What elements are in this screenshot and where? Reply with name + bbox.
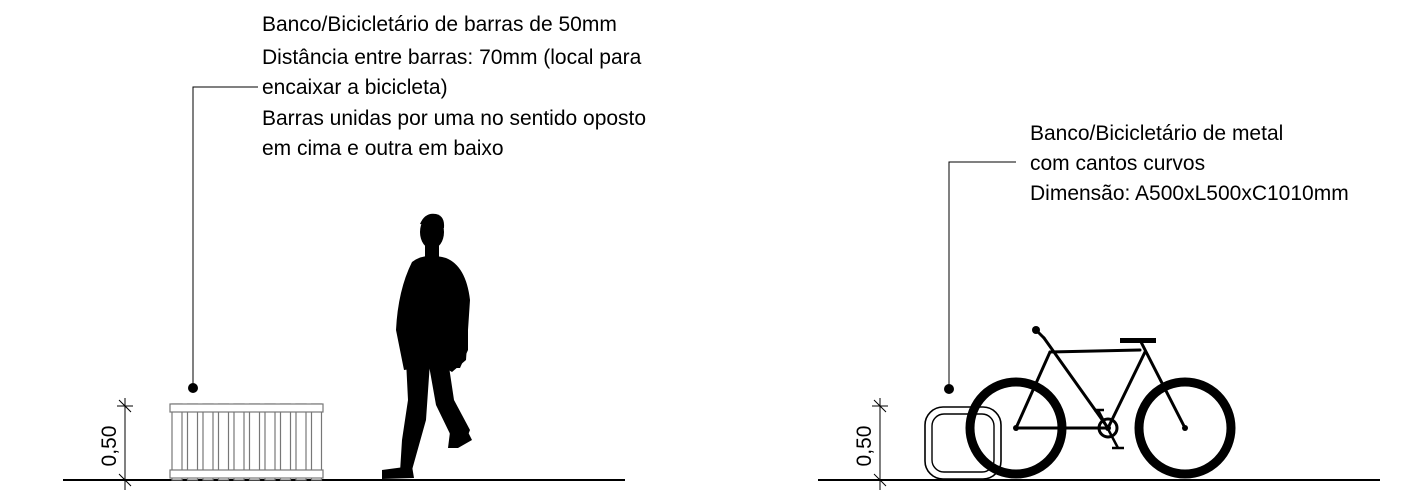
bench-slat xyxy=(186,403,199,481)
height-dimension-label-left: 0,50 xyxy=(98,426,121,467)
height-dimension-right: 0,50 xyxy=(853,398,888,490)
bench-slat xyxy=(264,403,276,481)
left-elevation: 0,50 Banco/Bicicletário de barras de 50m… xyxy=(63,13,651,490)
bicycle xyxy=(965,326,1236,479)
leader-line-left xyxy=(188,86,258,393)
bench-slat xyxy=(202,403,214,481)
bench-slat xyxy=(171,403,183,481)
right-elevation: 0,50 xyxy=(818,122,1380,490)
bench-slat xyxy=(248,403,261,481)
note-right: Banco/Bicicletário de metal com cantos c… xyxy=(1030,122,1349,205)
front-wheel xyxy=(1134,377,1236,479)
leader-line-right xyxy=(944,161,1016,394)
bench-slat xyxy=(295,403,307,481)
note-left-line-2: Distância entre barras: 70mm (local para xyxy=(262,46,642,69)
note-right-line-1: Banco/Bicicletário de metal xyxy=(1030,122,1283,145)
note-left-line-5: em cima e outra em baixo xyxy=(262,137,504,160)
note-left-line-3: encaixar a bicicleta) xyxy=(262,76,448,99)
chainring xyxy=(1097,417,1119,439)
note-right-line-3: Dimensão: A500xL500xC1010mm xyxy=(1030,182,1349,205)
note-left-line-1: Banco/Bicicletário de barras de 50mm xyxy=(262,13,617,36)
height-dimension-label-right: 0,50 xyxy=(853,426,876,467)
note-left-line-4: Barras unidas por uma no sentido oposto xyxy=(262,107,646,130)
note-right-line-2: com cantos curvos xyxy=(1030,152,1205,175)
bench-slat xyxy=(233,403,245,481)
bench-slat xyxy=(217,403,230,481)
curved-metal-bench xyxy=(924,406,1002,480)
person-silhouette xyxy=(382,213,472,479)
slatted-bench-rack xyxy=(169,403,324,481)
note-left: Banco/Bicicletário de barras de 50mm Dis… xyxy=(262,13,651,160)
height-dimension-left: 0,50 xyxy=(98,398,133,490)
bench-slat xyxy=(279,403,292,481)
bench-slat xyxy=(310,403,323,481)
